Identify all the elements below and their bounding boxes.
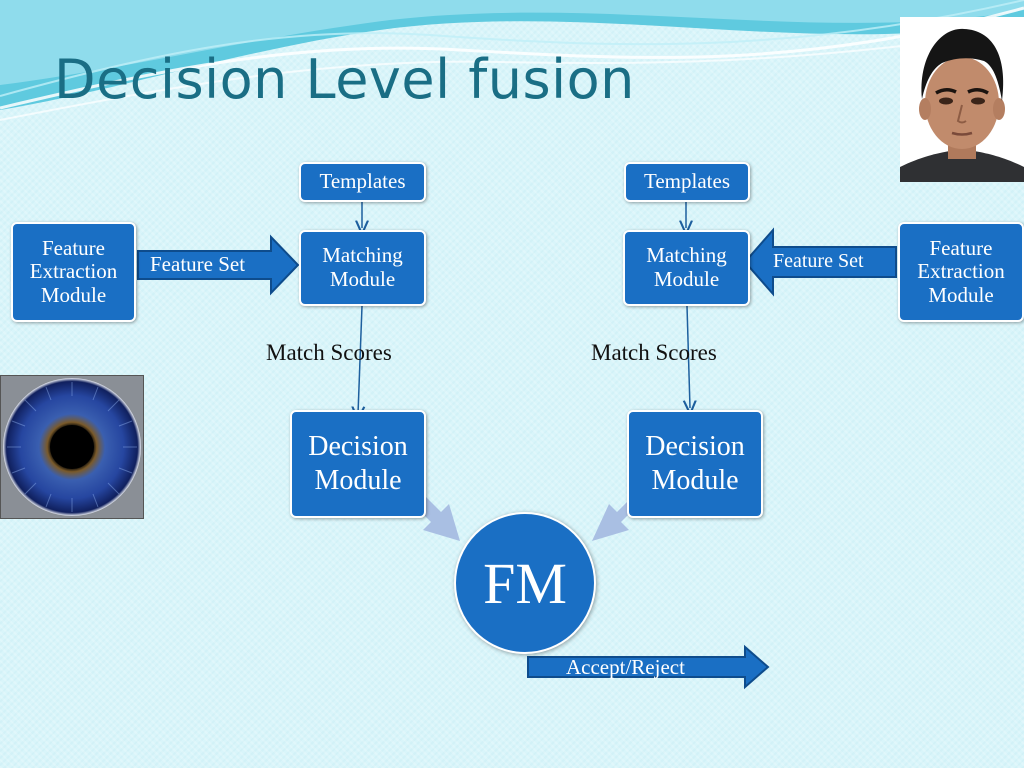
right-templates-box: Templates — [624, 162, 750, 202]
face-shoulders — [900, 151, 1024, 182]
left-matching-module-box: Matching Module — [299, 230, 426, 306]
header-waves — [0, 0, 1024, 121]
right-feature-line3: Module — [928, 282, 994, 307]
right-feature-line1: Feature — [929, 235, 993, 260]
iris-pupil — [50, 425, 94, 469]
right-decision-module-box: Decision Module — [627, 410, 763, 518]
iris-photo — [0, 375, 144, 519]
face-illustration — [900, 28, 1024, 182]
right-matching-module-box: Matching Module — [623, 230, 750, 306]
left-feature-set-arrow — [137, 234, 300, 296]
slide-title: Decision Level fusion — [54, 48, 635, 111]
left-feature-set-label: Feature Set — [150, 252, 246, 276]
left-templates-label: Templates — [319, 169, 406, 194]
face-skin — [925, 57, 999, 149]
face-eye-right — [971, 97, 985, 105]
wave-line-3 — [0, 0, 1024, 97]
iris-illustration — [3, 378, 141, 516]
right-decision-line1: Decision — [645, 431, 745, 463]
right-decision-line2: Module — [651, 465, 739, 496]
accept-reject-label: Accept/Reject — [566, 655, 685, 679]
accept-reject-arrow — [527, 644, 770, 690]
right-templates-label: Templates — [644, 169, 730, 194]
left-feature-line2: Extraction — [29, 259, 118, 284]
wave-line-1 — [0, 6, 1024, 110]
left-feature-line1: Feature — [42, 235, 105, 260]
face-ear-right — [993, 98, 1005, 120]
fusion-module-circle: FM — [454, 512, 596, 654]
left-scores-connector — [358, 305, 362, 414]
face-eye-left — [939, 97, 953, 105]
right-merge-arrow — [592, 497, 636, 541]
left-decision-line1: Decision — [308, 431, 408, 463]
left-decision-line2: Module — [314, 465, 402, 496]
right-scores-connector — [687, 305, 690, 408]
left-feature-line3: Module — [40, 282, 107, 307]
wave-band-mid — [0, 0, 1024, 85]
right-match-scores-label: Match Scores — [591, 340, 717, 365]
left-feature-extraction-box: Feature Extraction Module — [11, 222, 136, 322]
face-photo — [900, 17, 1024, 182]
wave-line-2 — [0, 29, 1024, 121]
right-feature-line2: Extraction — [917, 259, 1005, 284]
left-templates-box: Templates — [299, 162, 426, 202]
iris-fibers — [7, 382, 137, 512]
face-nose — [956, 104, 967, 124]
right-matching-line1: Matching — [646, 243, 727, 268]
left-matching-line1: Matching — [322, 243, 403, 268]
face-ear-left — [919, 98, 931, 120]
right-feature-set-arrow — [743, 227, 897, 297]
right-feature-set-label: Feature Set — [773, 250, 864, 272]
face-eyebrows — [935, 88, 989, 95]
left-matching-line2: Module — [329, 267, 396, 291]
left-match-scores-label: Match Scores — [266, 340, 392, 365]
fusion-module-label: FM — [483, 550, 567, 616]
left-decision-module-box: Decision Module — [290, 410, 426, 518]
face-mouth — [951, 131, 973, 136]
right-feature-extraction-box: Feature Extraction Module — [898, 222, 1024, 322]
right-matching-line2: Module — [653, 267, 720, 291]
face-hair — [921, 28, 1004, 101]
left-merge-arrow — [416, 497, 460, 541]
